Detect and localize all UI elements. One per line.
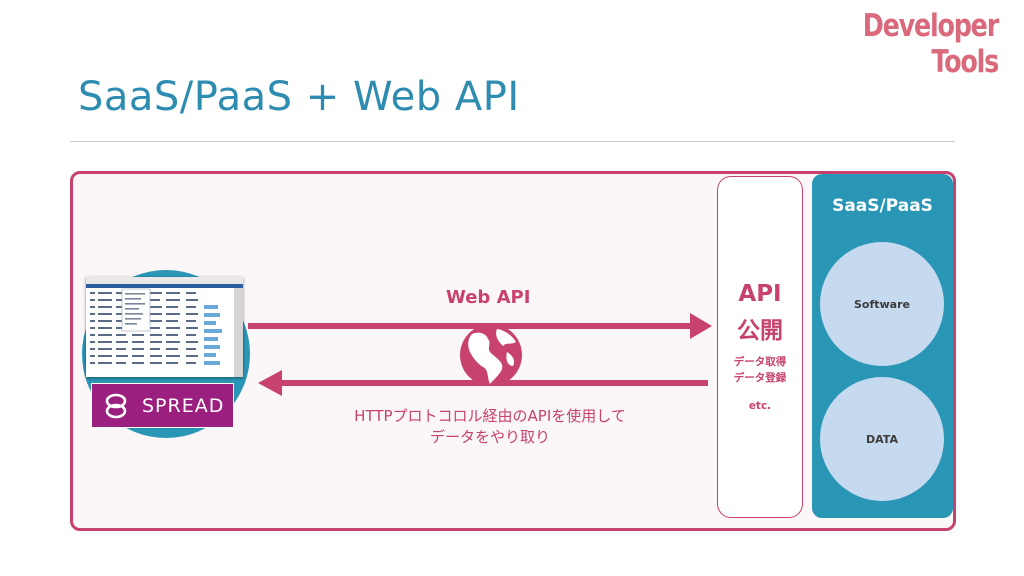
api-item-get: データ取得 [733,356,787,368]
protocol-description: HTTPプロトコロル経由のAPIを使用して データをやり取り [320,406,660,448]
api-item-register: データ登録 [733,372,787,384]
spread-logo-icon [105,393,127,419]
saas-box: SaaS/PaaS Software DATA [812,174,953,518]
brand-logo-text: Developer Tools [862,8,999,80]
saas-label: SaaS/PaaS [832,196,933,216]
software-circle: Software [820,242,944,366]
spreadsheet-screenshot [86,277,243,377]
data-circle: DATA [820,377,944,501]
api-item-etc: etc. [748,400,772,412]
spread-logo-text: SPREAD [142,395,225,417]
title-divider [70,141,955,142]
spread-logo: SPREAD [91,383,234,428]
api-box: API 公開 データ取得 データ登録 etc. [717,176,803,518]
data-label: DATA [866,432,898,446]
api-title: API [738,281,782,307]
protocol-desc-line2: データをやり取り [429,428,550,446]
protocol-desc-line1: HTTPプロトコロル経由のAPIを使用して [354,407,626,425]
globe-icon [460,324,522,386]
page-title: SaaS/PaaS + Web API [78,74,520,120]
web-api-label: Web API [446,287,531,308]
software-label: Software [854,297,910,311]
arrow-right-icon [248,313,712,339]
spreadsheet-grid-icon [86,277,243,377]
api-public-title: 公開 [737,318,783,344]
